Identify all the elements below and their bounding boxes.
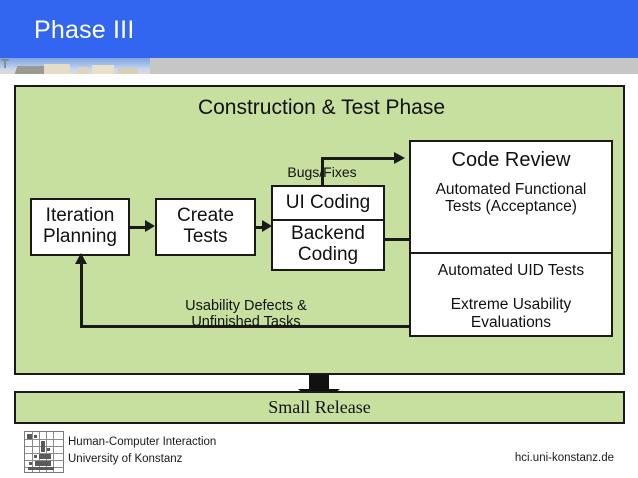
code-review-top-section: Code Review Automated Functional Tests (… bbox=[411, 142, 611, 254]
bugs-fixes-arrow-horizontal bbox=[321, 157, 399, 160]
diagram-title: Construction & Test Phase bbox=[197, 96, 446, 119]
feedback-label-line2: Unfinished Tasks bbox=[191, 314, 301, 331]
iteration-planning-line2: Planning bbox=[43, 226, 117, 247]
extreme-line2: Evaluations bbox=[470, 313, 552, 331]
construction-test-phase-panel: Construction & Test Phase Bugs/Fixes Ite… bbox=[14, 85, 625, 375]
university-logo-icon bbox=[24, 431, 64, 473]
feedback-loop-arrowhead-icon bbox=[75, 253, 87, 264]
create-tests-line1: Create bbox=[176, 205, 235, 227]
code-review-sub-line1: Automated Functional bbox=[435, 180, 587, 198]
footer-url: hci.uni-konstanz.de bbox=[514, 452, 614, 464]
code-review-sub-line2: Tests (Acceptance) bbox=[445, 198, 577, 216]
box-ui-coding[interactable]: UI Coding bbox=[273, 187, 383, 221]
code-review-bottom-section: Automated UID Tests Extreme Usability Ev… bbox=[411, 254, 611, 335]
backend-coding-line1: Backend bbox=[291, 223, 365, 245]
extreme-line1: Extreme Usability bbox=[450, 295, 572, 313]
extreme-usability-evaluations: Extreme Usability Evaluations bbox=[451, 296, 572, 332]
photo-mast bbox=[4, 60, 6, 68]
slide-footer: Human-Computer Interaction University of… bbox=[0, 428, 638, 478]
header-photo-image bbox=[0, 58, 150, 74]
box-iteration-planning[interactable]: Iteration Planning bbox=[30, 198, 130, 256]
code-review-subtext: Automated Functional Tests (Acceptance) bbox=[436, 181, 587, 217]
small-release-label: Small Release bbox=[268, 397, 371, 417]
arrow-tests-to-coding-line bbox=[256, 226, 266, 229]
small-release-bar: Small Release bbox=[14, 391, 625, 424]
feedback-loop-vertical bbox=[80, 259, 83, 328]
photo-buildings bbox=[0, 64, 150, 74]
header-photo-strip bbox=[0, 58, 638, 74]
photo-mast-top bbox=[1, 59, 9, 61]
automated-uid-tests-label: Automated UID Tests bbox=[437, 262, 585, 279]
connector-coding-to-review bbox=[385, 238, 411, 241]
page-title: Phase III bbox=[34, 16, 135, 44]
feedback-loop-horizontal bbox=[80, 325, 411, 328]
bugs-fixes-label: Bugs/Fixes bbox=[287, 164, 357, 180]
box-code-review[interactable]: Code Review Automated Functional Tests (… bbox=[409, 140, 613, 337]
iteration-planning-line1: Iteration bbox=[45, 205, 115, 227]
bugs-fixes-arrow-vertical bbox=[321, 157, 324, 186]
box-backend-coding[interactable]: Backend Coding bbox=[273, 221, 383, 269]
footer-organization: Human-Computer Interaction University of… bbox=[68, 434, 216, 467]
ui-coding-label: UI Coding bbox=[285, 191, 371, 213]
arrow-planning-to-tests-head-icon bbox=[145, 220, 155, 232]
box-coding[interactable]: UI Coding Backend Coding bbox=[271, 185, 385, 271]
slide-header: Phase III bbox=[0, 0, 638, 58]
arrow-planning-to-tests-line bbox=[130, 226, 148, 229]
bugs-fixes-arrowhead-icon bbox=[394, 152, 405, 164]
create-tests-line2: Tests bbox=[183, 226, 228, 247]
footer-org-line2: University of Konstanz bbox=[68, 452, 183, 465]
box-create-tests[interactable]: Create Tests bbox=[155, 198, 256, 256]
feedback-loop-label: Usability Defects & Unfinished Tasks bbox=[128, 298, 364, 330]
arrow-tests-to-coding-head-icon bbox=[262, 220, 272, 232]
feedback-label-line1: Usability Defects & bbox=[185, 298, 307, 314]
backend-coding-line2: Coding bbox=[297, 244, 359, 265]
footer-org-line1: Human-Computer Interaction bbox=[68, 436, 217, 448]
code-review-heading: Code Review bbox=[451, 149, 571, 171]
